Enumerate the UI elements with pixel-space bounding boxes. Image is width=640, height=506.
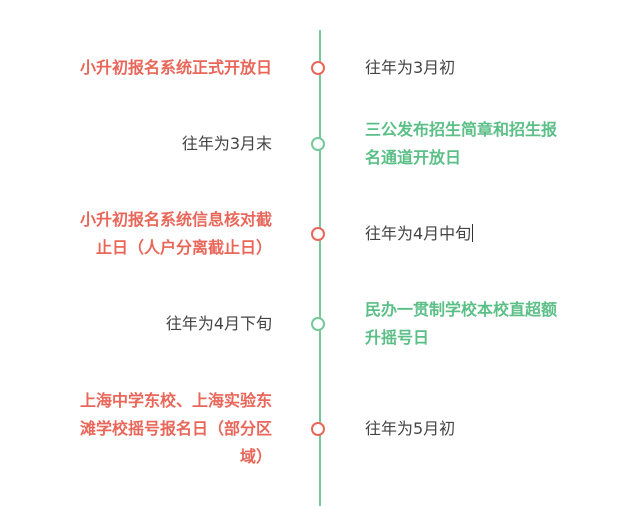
event-1-node xyxy=(311,61,325,75)
event-5-title: 上海中学东校、上海实验东滩学校摇号报名日（部分区域） xyxy=(79,391,272,466)
event-3-title: 小升初报名系统信息核对截止日（人户分离截止日） xyxy=(79,210,272,257)
event-3-node xyxy=(311,227,325,241)
event-5-node xyxy=(311,422,325,436)
event-4-title: 民办一贯制学校本校直超额升摇号日 xyxy=(365,300,558,347)
event-2-date: 往年为3月末 xyxy=(181,134,272,153)
event-3-date: 往年为4月中旬 xyxy=(365,224,474,243)
timeline-axis xyxy=(319,30,321,506)
event-1-date: 往年为3月初 xyxy=(365,58,456,77)
event-2-node xyxy=(311,137,325,151)
event-5-date: 往年为5月初 xyxy=(365,419,456,438)
event-2-title: 三公发布招生简章和招生报名通道开放日 xyxy=(365,120,558,167)
event-4-node xyxy=(311,317,325,331)
event-1-title: 小升初报名系统正式开放日 xyxy=(79,58,272,77)
text-caret xyxy=(472,224,474,242)
event-4-date: 往年为4月下旬 xyxy=(165,314,272,333)
